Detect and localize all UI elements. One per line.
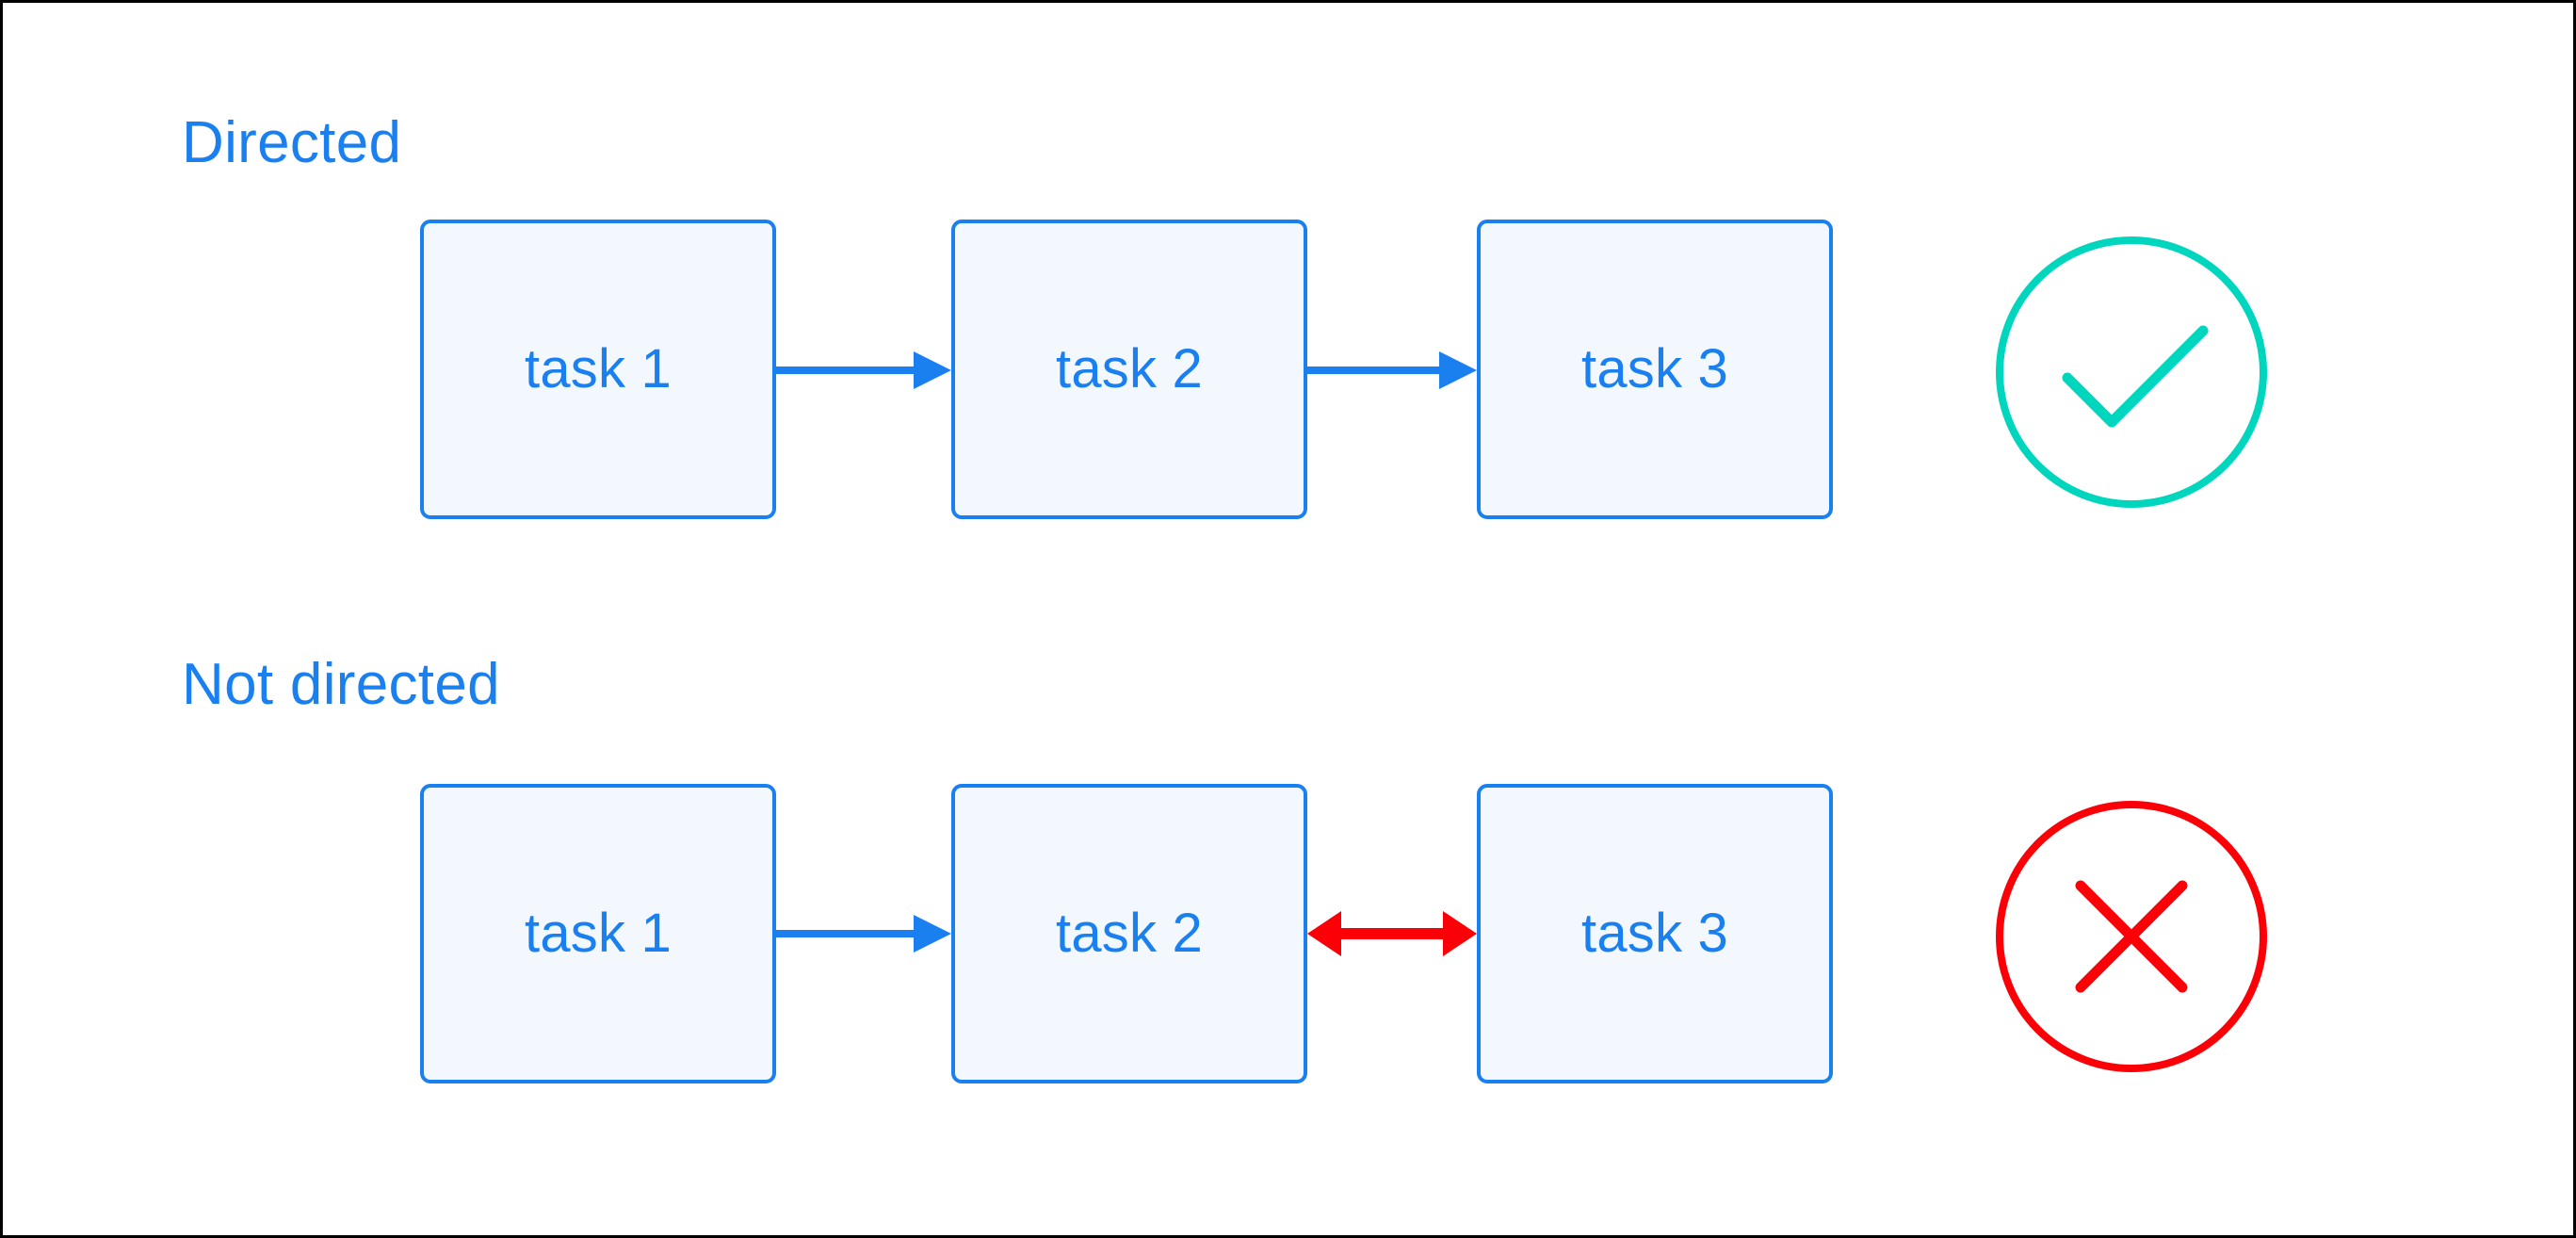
task-node-not-directed-3[interactable]: task 3 xyxy=(1477,784,1833,1083)
task-node-label: task 2 xyxy=(1056,903,1203,964)
edge-arrow-not-directed-1-to-2 xyxy=(776,915,951,953)
task-node-label: task 2 xyxy=(1056,338,1203,399)
row-label-not-directed: Not directed xyxy=(182,652,500,717)
task-node-directed-3[interactable]: task 3 xyxy=(1477,220,1833,519)
row-label-directed: Directed xyxy=(182,110,402,175)
task-node-not-directed-1[interactable]: task 1 xyxy=(420,784,776,1083)
check-circle-icon xyxy=(1996,236,2267,508)
task-node-label: task 1 xyxy=(525,903,672,964)
edge-double-arrow-not-directed-2-and-3 xyxy=(1307,911,1477,956)
x-circle-icon xyxy=(1996,801,2267,1072)
task-node-label: task 3 xyxy=(1581,338,1728,399)
task-node-label: task 3 xyxy=(1581,903,1728,964)
task-node-directed-1[interactable]: task 1 xyxy=(420,220,776,519)
edge-arrow-directed-2-to-3 xyxy=(1307,351,1477,389)
edge-arrow-directed-1-to-2 xyxy=(776,351,951,389)
task-node-label: task 1 xyxy=(525,338,672,399)
task-node-not-directed-2[interactable]: task 2 xyxy=(951,784,1307,1083)
task-node-directed-2[interactable]: task 2 xyxy=(951,220,1307,519)
